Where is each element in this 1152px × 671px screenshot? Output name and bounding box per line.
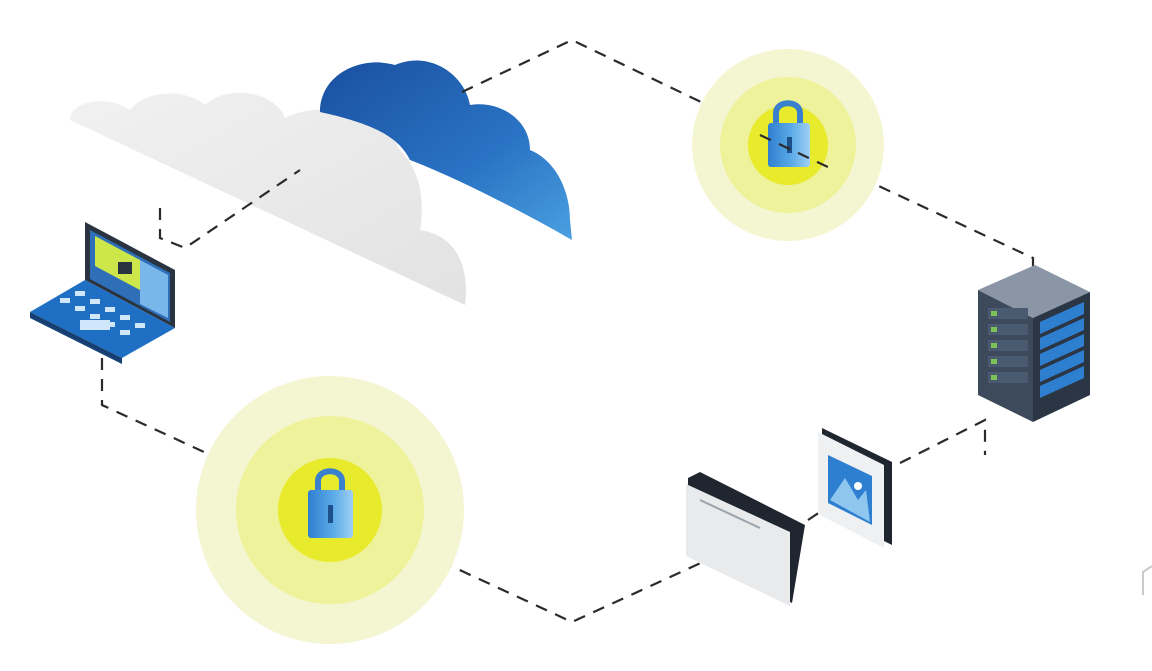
padlock-icon (308, 468, 353, 538)
image-file-icon (818, 428, 892, 548)
cloud-blue-icon (320, 60, 572, 240)
link-laptop-top (158, 169, 301, 250)
padlock-icon (768, 100, 810, 167)
lock-top (692, 49, 884, 241)
link-file-server (899, 418, 987, 464)
corner-mark (1142, 565, 1152, 595)
cloud-gray-icon (70, 92, 466, 305)
lock-bottom (196, 376, 464, 644)
link-image-server (807, 511, 821, 521)
folder-icon (686, 472, 805, 606)
laptop-lock-icon (30, 222, 175, 364)
server-rack-icon (978, 265, 1090, 422)
